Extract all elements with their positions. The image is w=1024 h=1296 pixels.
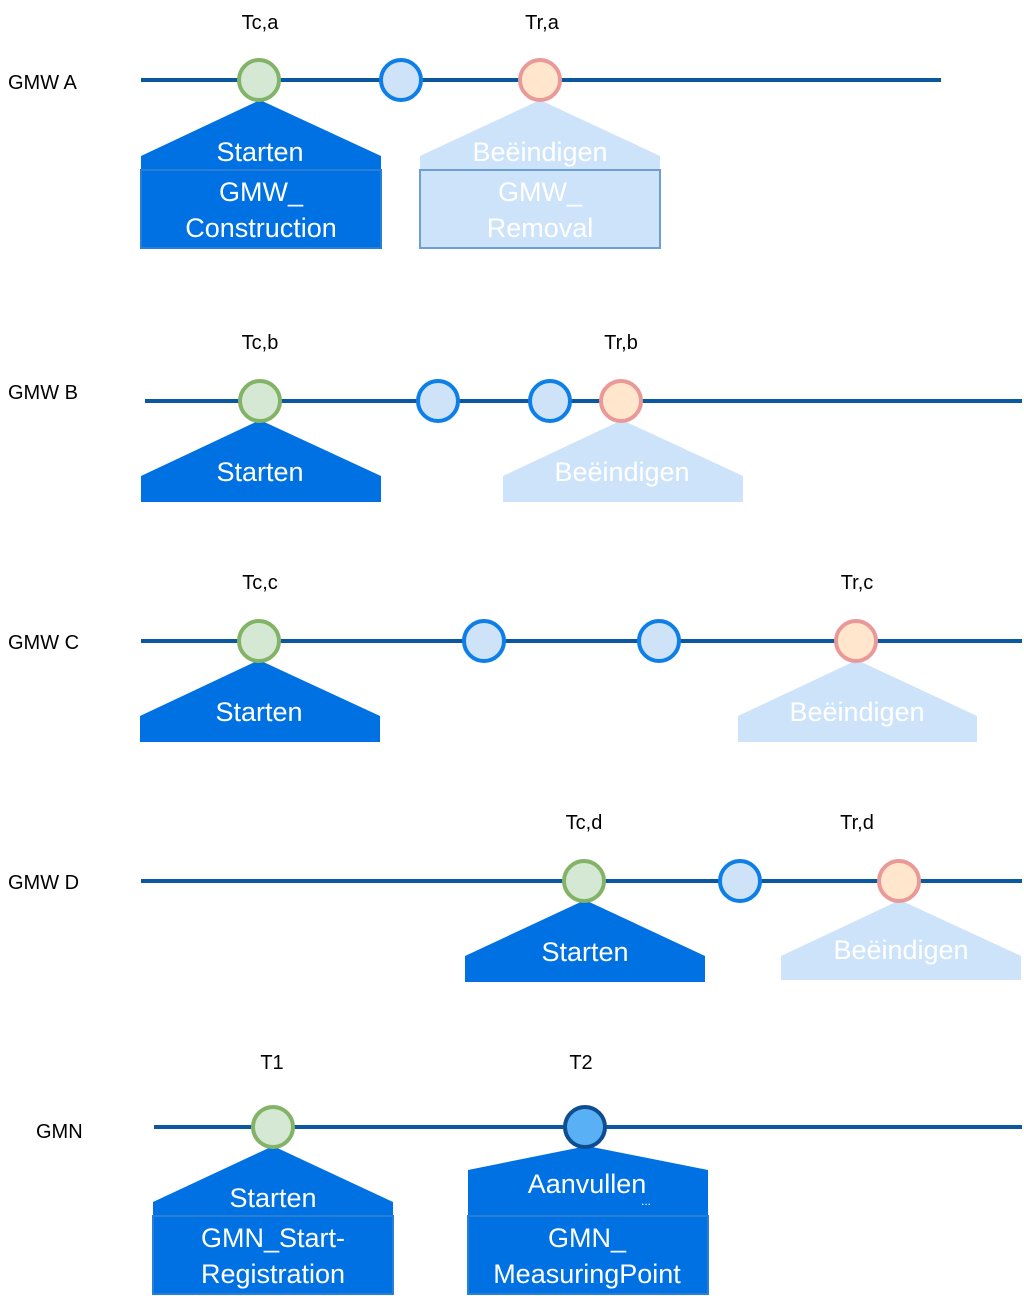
- end-node: [834, 619, 878, 663]
- row-label: GMW D: [8, 872, 79, 894]
- message-box-line-2: MeasuringPoint: [493, 1259, 681, 1289]
- time-label-end: Tr,b: [604, 332, 638, 354]
- row-gmw-b: GMW B Tc,b Tr,b Starten Beëindigen: [8, 332, 1022, 502]
- tag-beeindigen: [420, 100, 660, 170]
- message-box: [140, 169, 382, 249]
- event-node: [528, 379, 572, 423]
- message-box-line-1: GMN_: [548, 1223, 627, 1253]
- tag-label: Starten: [216, 137, 303, 167]
- event-node: [416, 379, 460, 423]
- time-label-end: T2: [569, 1052, 592, 1074]
- time-label-end: Tr,d: [840, 812, 874, 834]
- end-node: [877, 859, 921, 903]
- end-node: [518, 58, 562, 102]
- tag-label: Beëindigen: [554, 457, 689, 487]
- message-box-line-2: Construction: [185, 213, 337, 243]
- time-label-start: T1: [260, 1052, 283, 1074]
- row-label: GMW A: [8, 72, 78, 94]
- time-label-start: Tc,c: [242, 572, 278, 594]
- tag-starten: [465, 900, 705, 982]
- tag-starten: [153, 1146, 393, 1216]
- message-box-line-1: GMW_: [498, 177, 583, 207]
- time-label-start: Tc,b: [242, 332, 279, 354]
- event-node: [718, 859, 762, 903]
- message-box-line-1: GMW_: [219, 177, 304, 207]
- message-box: [467, 1215, 709, 1295]
- start-node: [237, 619, 281, 663]
- tag-label: Beëindigen: [789, 697, 924, 727]
- tag-label: Starten: [541, 937, 628, 967]
- time-label-start: Tc,a: [242, 12, 280, 34]
- row-gmn: GMN T1 T2 Starten GMN_Start- Registratio…: [36, 1052, 1022, 1295]
- start-node: [251, 1105, 295, 1149]
- tag-label: Starten: [229, 1183, 316, 1213]
- start-node: [562, 859, 606, 903]
- tag-aanvullen: [468, 1146, 708, 1216]
- tag-label: Starten: [216, 457, 303, 487]
- tag-starten: [140, 660, 380, 742]
- message-box-line-2: Removal: [487, 213, 594, 243]
- time-label-start: Tc,d: [566, 812, 603, 834]
- row-label: GMW B: [8, 382, 78, 404]
- row-gmw-d: GMW D Tc,d Tr,d Starten Beëindigen: [8, 812, 1022, 982]
- event-node: [379, 58, 423, 102]
- row-label: GMN: [36, 1121, 83, 1143]
- time-label-end: Tr,a: [525, 12, 560, 34]
- tag-label: Aanvullen: [528, 1169, 647, 1199]
- event-node: [637, 619, 681, 663]
- tag-label: Beëindigen: [833, 935, 968, 965]
- tag-label: Beëindigen: [472, 137, 607, 167]
- time-label-end: Tr,c: [841, 572, 874, 594]
- message-box-line-2: Registration: [201, 1259, 345, 1289]
- start-node: [237, 58, 281, 102]
- end-node: [599, 379, 643, 423]
- row-gmw-c: GMW C Tc,c Tr,c Starten Beëindigen: [8, 572, 1022, 742]
- message-box: [152, 1215, 394, 1295]
- row-gmw-a: GMW A Tc,a Tr,a Starten GMW_ Constructio…: [8, 12, 941, 249]
- tag-beeindigen: [781, 900, 1021, 980]
- tag-beeindigen: [503, 420, 743, 502]
- tag-label: Starten: [215, 697, 302, 727]
- event-node: [462, 619, 506, 663]
- row-label: GMW C: [8, 632, 79, 654]
- start-node: [238, 379, 282, 423]
- message-box-line-1: GMN_Start-: [201, 1223, 345, 1253]
- tag-starten: [141, 100, 381, 170]
- tag-ellipsis: ...: [641, 1194, 651, 1208]
- event-node: [563, 1105, 607, 1149]
- tag-starten: [141, 420, 381, 502]
- tag-beeindigen: [738, 660, 977, 742]
- message-box: [419, 169, 661, 249]
